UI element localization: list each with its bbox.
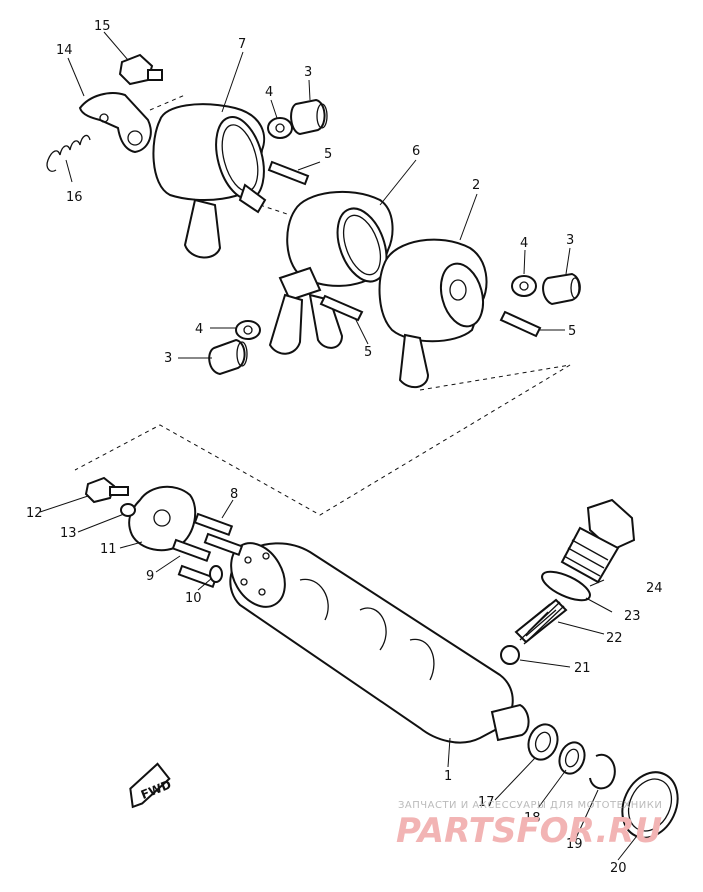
- label-3-right: 3: [566, 233, 574, 248]
- watermark-brand: PARTSFOR.RU: [396, 811, 662, 851]
- label-22: 22: [606, 631, 623, 646]
- bearing-18: [558, 741, 586, 775]
- collar-3-right: [542, 272, 581, 306]
- pins-9: [171, 538, 218, 589]
- washer-13: [120, 503, 136, 517]
- ball-21: [500, 645, 520, 665]
- label-2: 2: [472, 178, 480, 193]
- label-16: 16: [66, 190, 83, 205]
- label-3-left: 3: [164, 351, 172, 366]
- gasket-23: [541, 570, 591, 602]
- label-11: 11: [100, 542, 117, 557]
- label-13: 13: [60, 526, 77, 541]
- label-10: 10: [185, 591, 202, 606]
- label-7: 7: [238, 37, 246, 52]
- label-4-top: 4: [265, 85, 273, 100]
- label-1: 1: [444, 769, 452, 784]
- label-18: 18: [524, 811, 541, 826]
- label-14: 14: [56, 43, 73, 58]
- roller-4-top: [267, 117, 293, 139]
- plug-24: [560, 498, 636, 584]
- spring-16: [46, 134, 91, 172]
- shift-fork-7: [152, 103, 267, 259]
- label-19: 19: [566, 837, 583, 852]
- label-5-top: 5: [324, 147, 332, 162]
- label-23: 23: [624, 609, 641, 624]
- circlip-19: [589, 753, 616, 790]
- label-20: 20: [610, 861, 627, 876]
- watermark: ЗАПЧАСТИ И АКСЕССУАРЫ ДЛЯ МОТОТЕХНИКИ PA…: [396, 800, 662, 851]
- label-4-right: 4: [520, 236, 528, 251]
- forward-direction-arrow: FWD: [129, 762, 173, 809]
- shift-fork-6: [268, 190, 394, 355]
- stopper-lever-14: [78, 92, 152, 154]
- washer-17: [527, 723, 559, 761]
- collar-3-top: [290, 98, 328, 136]
- roller-4-right: [511, 275, 537, 297]
- part-labels: 15 14 16 7 3 4 5 6 2 4 3 5 4 3 5 8 12 13…: [26, 19, 663, 876]
- spring-22: [514, 598, 568, 645]
- label-4-left: 4: [195, 322, 203, 337]
- label-5-left: 5: [364, 345, 372, 360]
- cap-20: [621, 771, 679, 839]
- label-5-right: 5: [568, 324, 576, 339]
- roller-4-left: [235, 320, 261, 340]
- label-15: 15: [94, 19, 111, 34]
- bolt-12: [84, 476, 129, 504]
- guide-pins-5: [267, 160, 542, 338]
- leader-lines: [39, 31, 641, 861]
- dashed-guide-lines: [74, 94, 571, 516]
- label-3-top: 3: [304, 65, 312, 80]
- shift-drum-1: [229, 542, 530, 744]
- label-8: 8: [230, 487, 238, 502]
- pins-8: [193, 512, 244, 557]
- shift-fork-2: [378, 238, 488, 389]
- label-24: 24: [646, 581, 663, 596]
- dowel-10: [209, 565, 223, 583]
- label-17: 17: [478, 795, 495, 810]
- label-12: 12: [26, 506, 43, 521]
- collar-3-left: [208, 338, 248, 376]
- label-6: 6: [412, 144, 420, 159]
- segment-plate-11: [128, 485, 197, 552]
- bolt-15: [118, 53, 163, 86]
- label-9: 9: [146, 569, 154, 584]
- watermark-caption: ЗАПЧАСТИ И АКСЕССУАРЫ ДЛЯ МОТОТЕХНИКИ: [398, 800, 662, 811]
- label-21: 21: [574, 661, 591, 676]
